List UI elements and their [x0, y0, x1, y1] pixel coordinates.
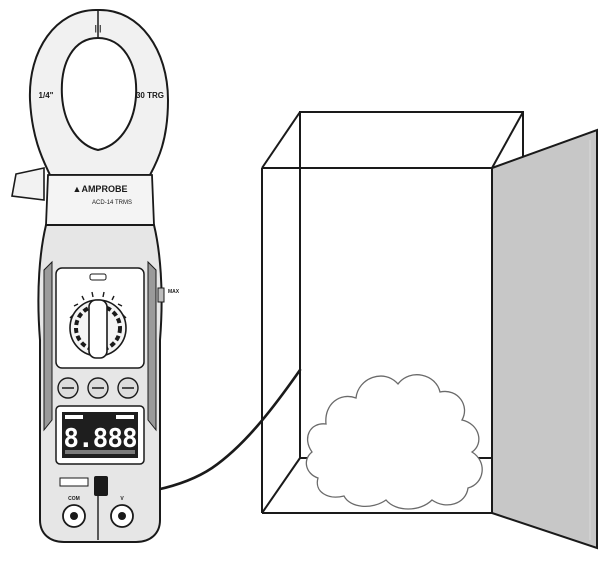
cabinet-edge-top-left — [261, 111, 301, 169]
jaw-left-label: 1/4" — [39, 91, 54, 100]
left-grip — [43, 260, 53, 432]
function-buttons — [57, 377, 139, 399]
lcd-reading: 8.888 — [63, 424, 137, 454]
clamp-meter-icon: ||| 1/4" 30 TRG ▲AMPROBE ACD-14 TRMS MAX — [11, 9, 180, 543]
cabinet-door — [491, 128, 598, 550]
cabinet-edge-top-right — [491, 111, 524, 169]
com-port-label: COM — [68, 496, 80, 502]
right-grip — [147, 260, 157, 432]
dial-top-slot — [89, 273, 107, 281]
smoke-cloud-icon — [305, 374, 483, 510]
model-label: ACD-14 TRMS — [92, 200, 132, 206]
lcd-status-row — [65, 450, 135, 454]
lcd-annunciator-right — [116, 415, 134, 419]
rotary-dial-pointer — [88, 299, 108, 359]
brand-label: ▲AMPROBE — [73, 184, 128, 194]
clamp-jaw-opening — [60, 36, 138, 152]
jaw-right-label: 30 TRG — [136, 91, 164, 100]
side-button — [157, 287, 165, 303]
side-label: MAX — [168, 289, 180, 295]
lcd-annunciator-left — [65, 415, 83, 419]
cabinet-edge-bottom-left — [261, 457, 301, 514]
lead-plug — [94, 476, 108, 496]
jaw-trigger — [11, 167, 45, 201]
volt-port-label: V — [120, 496, 124, 502]
input-ports: COM V — [59, 476, 134, 540]
jaw-top-label: ||| — [95, 24, 102, 33]
